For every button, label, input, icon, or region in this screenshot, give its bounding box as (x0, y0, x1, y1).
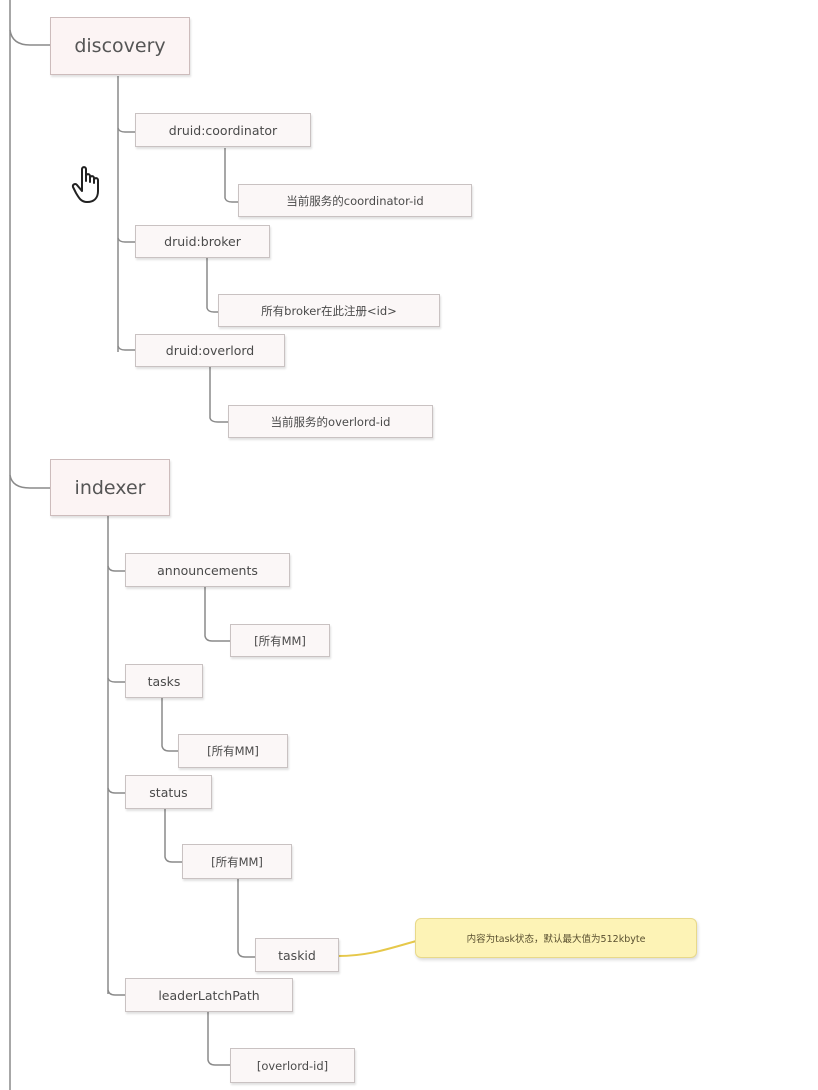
link-statuschild-taskid (237, 878, 255, 958)
link-indexer-status (107, 787, 125, 794)
node-announcements-all-mm[interactable]: [所有MM] (230, 624, 330, 657)
node-tasks[interactable]: tasks (125, 664, 203, 698)
link-indexer-announcements (107, 565, 125, 572)
node-broker-register-id[interactable]: 所有broker在此注册<id> (218, 294, 440, 327)
callout-leader (337, 939, 421, 957)
node-status-all-mm[interactable]: [所有MM] (182, 844, 292, 879)
node-druid-broker[interactable]: druid:broker (135, 225, 270, 258)
node-druid-overlord[interactable]: druid:overlord (135, 334, 285, 367)
node-status[interactable]: status (125, 775, 212, 809)
hand-pointer-icon (71, 166, 99, 203)
node-announcements[interactable]: announcements (125, 553, 290, 587)
node-discovery[interactable]: discovery (50, 17, 190, 75)
link-root-indexer (9, 474, 50, 489)
node-coordinator-id[interactable]: 当前服务的coordinator-id (238, 184, 472, 217)
link-broker-child (206, 258, 218, 313)
callout-taskid-note[interactable]: 内容为task状态，默认最大值为512kbyte (415, 918, 697, 958)
link-coordinator-child (224, 148, 238, 203)
link-root-discovery (9, 29, 50, 46)
link-indexer-tasks (107, 677, 125, 683)
node-tasks-all-mm[interactable]: [所有MM] (178, 734, 288, 768)
node-overlord-id[interactable]: 当前服务的overlord-id (228, 405, 433, 438)
link-status-child (164, 808, 182, 863)
link-announcements-child (204, 587, 230, 642)
link-indexer-leaderlatchpath (107, 989, 125, 996)
node-taskid[interactable]: taskid (255, 938, 339, 972)
link-tasks-child (161, 698, 178, 752)
link-leaderlatchpath-child (207, 1011, 230, 1066)
link-discovery-broker (117, 237, 135, 243)
node-overlord-id-bracket[interactable]: [overlord-id] (230, 1048, 355, 1083)
link-overlord-child (209, 366, 228, 423)
node-leaderlatchpath[interactable]: leaderLatchPath (125, 978, 293, 1012)
link-discovery-overlord (117, 345, 135, 351)
node-indexer[interactable]: indexer (50, 459, 170, 516)
link-discovery-coordinator (117, 127, 135, 133)
node-druid-coordinator[interactable]: druid:coordinator (135, 113, 311, 147)
